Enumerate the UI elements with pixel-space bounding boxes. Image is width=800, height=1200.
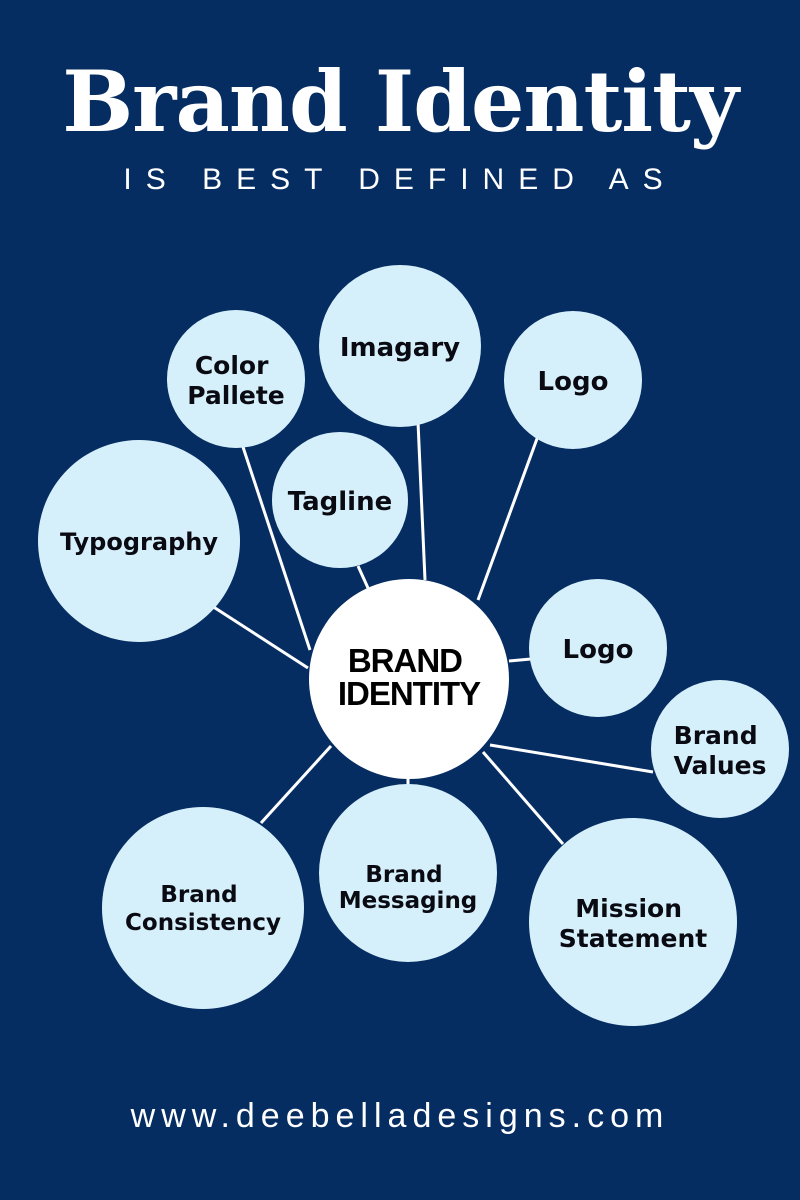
bubble-brand-messaging xyxy=(319,784,497,962)
node-typography: Typography xyxy=(38,440,240,642)
center-label: BRAND IDENTITY xyxy=(338,642,481,712)
bubble-mission-statement xyxy=(529,818,737,1026)
bubble-typography xyxy=(38,440,240,642)
node-logo-top: Logo xyxy=(504,311,642,449)
node-brand-messaging: Brand Messaging xyxy=(319,784,497,962)
node-label-tagline: Tagline xyxy=(288,487,393,517)
node-label-brand-values: Brand Values xyxy=(673,721,766,780)
node-label-logo-right: Logo xyxy=(563,635,634,665)
node-label-typography: Typography xyxy=(60,528,218,556)
page-title: Brand Identity xyxy=(62,52,739,151)
node-label-imagary: Imagary xyxy=(340,333,460,363)
connector-typography xyxy=(211,604,309,670)
connector-brand-consistency xyxy=(259,744,333,825)
node-imagary: Imagary xyxy=(319,265,481,427)
connector-color-pallete xyxy=(241,446,312,651)
node-label-mission-statement: Mission Statement xyxy=(559,894,708,953)
connector-tagline xyxy=(356,565,370,589)
bubble-brand-identity-center xyxy=(309,579,509,779)
website-url: www.deebelladesigns.com xyxy=(130,1097,670,1135)
bubble-brand-consistency xyxy=(102,807,304,1009)
node-tagline: Tagline xyxy=(272,432,408,568)
connector-logo-right xyxy=(508,657,532,663)
bubble-tagline xyxy=(272,432,408,568)
connector-logo-top xyxy=(476,435,540,601)
node-label-brand-messaging: Brand Messaging xyxy=(339,862,478,914)
node-label-color-pallete: Color Pallete xyxy=(187,351,285,410)
bubble-imagary xyxy=(319,265,481,427)
node-logo-right: Logo xyxy=(529,579,667,717)
bubble-brand-values xyxy=(651,680,789,818)
connector-mission-statement xyxy=(481,751,565,845)
connector-brand-values xyxy=(489,743,654,774)
node-brand-consistency: Brand Consistency xyxy=(102,807,304,1009)
node-brand-values: Brand Values xyxy=(651,680,789,818)
node-label-brand-consistency: Brand Consistency xyxy=(125,882,281,936)
node-color-pallete: Color Pallete xyxy=(167,310,305,448)
connector-imagary xyxy=(416,421,427,581)
bubble-logo-right xyxy=(529,579,667,717)
node-label-logo-top: Logo xyxy=(538,367,609,397)
bubble-logo-top xyxy=(504,311,642,449)
bubble-color-pallete xyxy=(167,310,305,448)
page-subtitle: IS BEST DEFINED AS xyxy=(123,163,677,196)
node-brand-identity-center: BRAND IDENTITY xyxy=(309,579,509,779)
node-mission-statement: Mission Statement xyxy=(529,818,737,1026)
